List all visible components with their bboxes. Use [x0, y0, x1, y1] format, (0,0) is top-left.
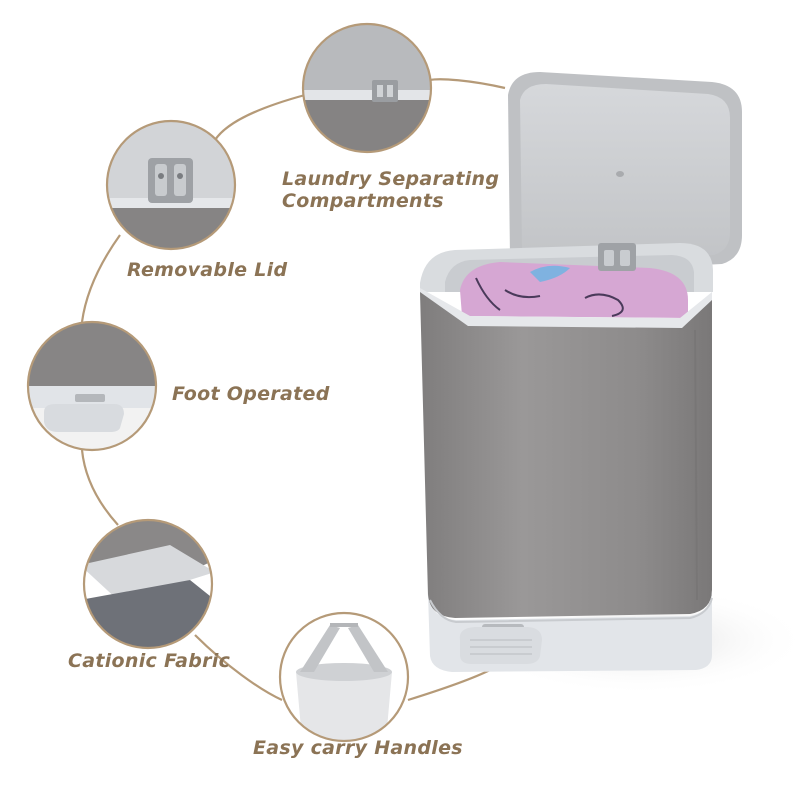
hamper-pedal [459, 624, 542, 664]
towel [460, 262, 688, 318]
detail-lid-circle [105, 119, 237, 251]
feature-label-foot-operated: Foot Operated [172, 383, 330, 405]
detail-pedal-circle [26, 320, 158, 452]
hamper-body [420, 292, 712, 618]
feature-label-cationic-fabric: Cationic Fabric [68, 650, 231, 672]
feature-label-carry-handles: Easy carry Handles [253, 737, 463, 759]
feature-label-laundry-separating: Laundry Separating Compartments [282, 168, 499, 212]
connector-line [80, 78, 506, 702]
feature-label-line2: Compartments [282, 190, 444, 212]
hamper [420, 72, 742, 672]
detail-hinge-circle [301, 22, 433, 154]
detail-fabric-circle [82, 518, 214, 650]
detail-carry-circle [278, 611, 410, 743]
feature-label-removable-lid: Removable Lid [127, 259, 288, 281]
hamper-hinge [598, 243, 636, 271]
feature-label-line1: Laundry Separating [282, 168, 500, 190]
hamper-lid [508, 72, 742, 268]
